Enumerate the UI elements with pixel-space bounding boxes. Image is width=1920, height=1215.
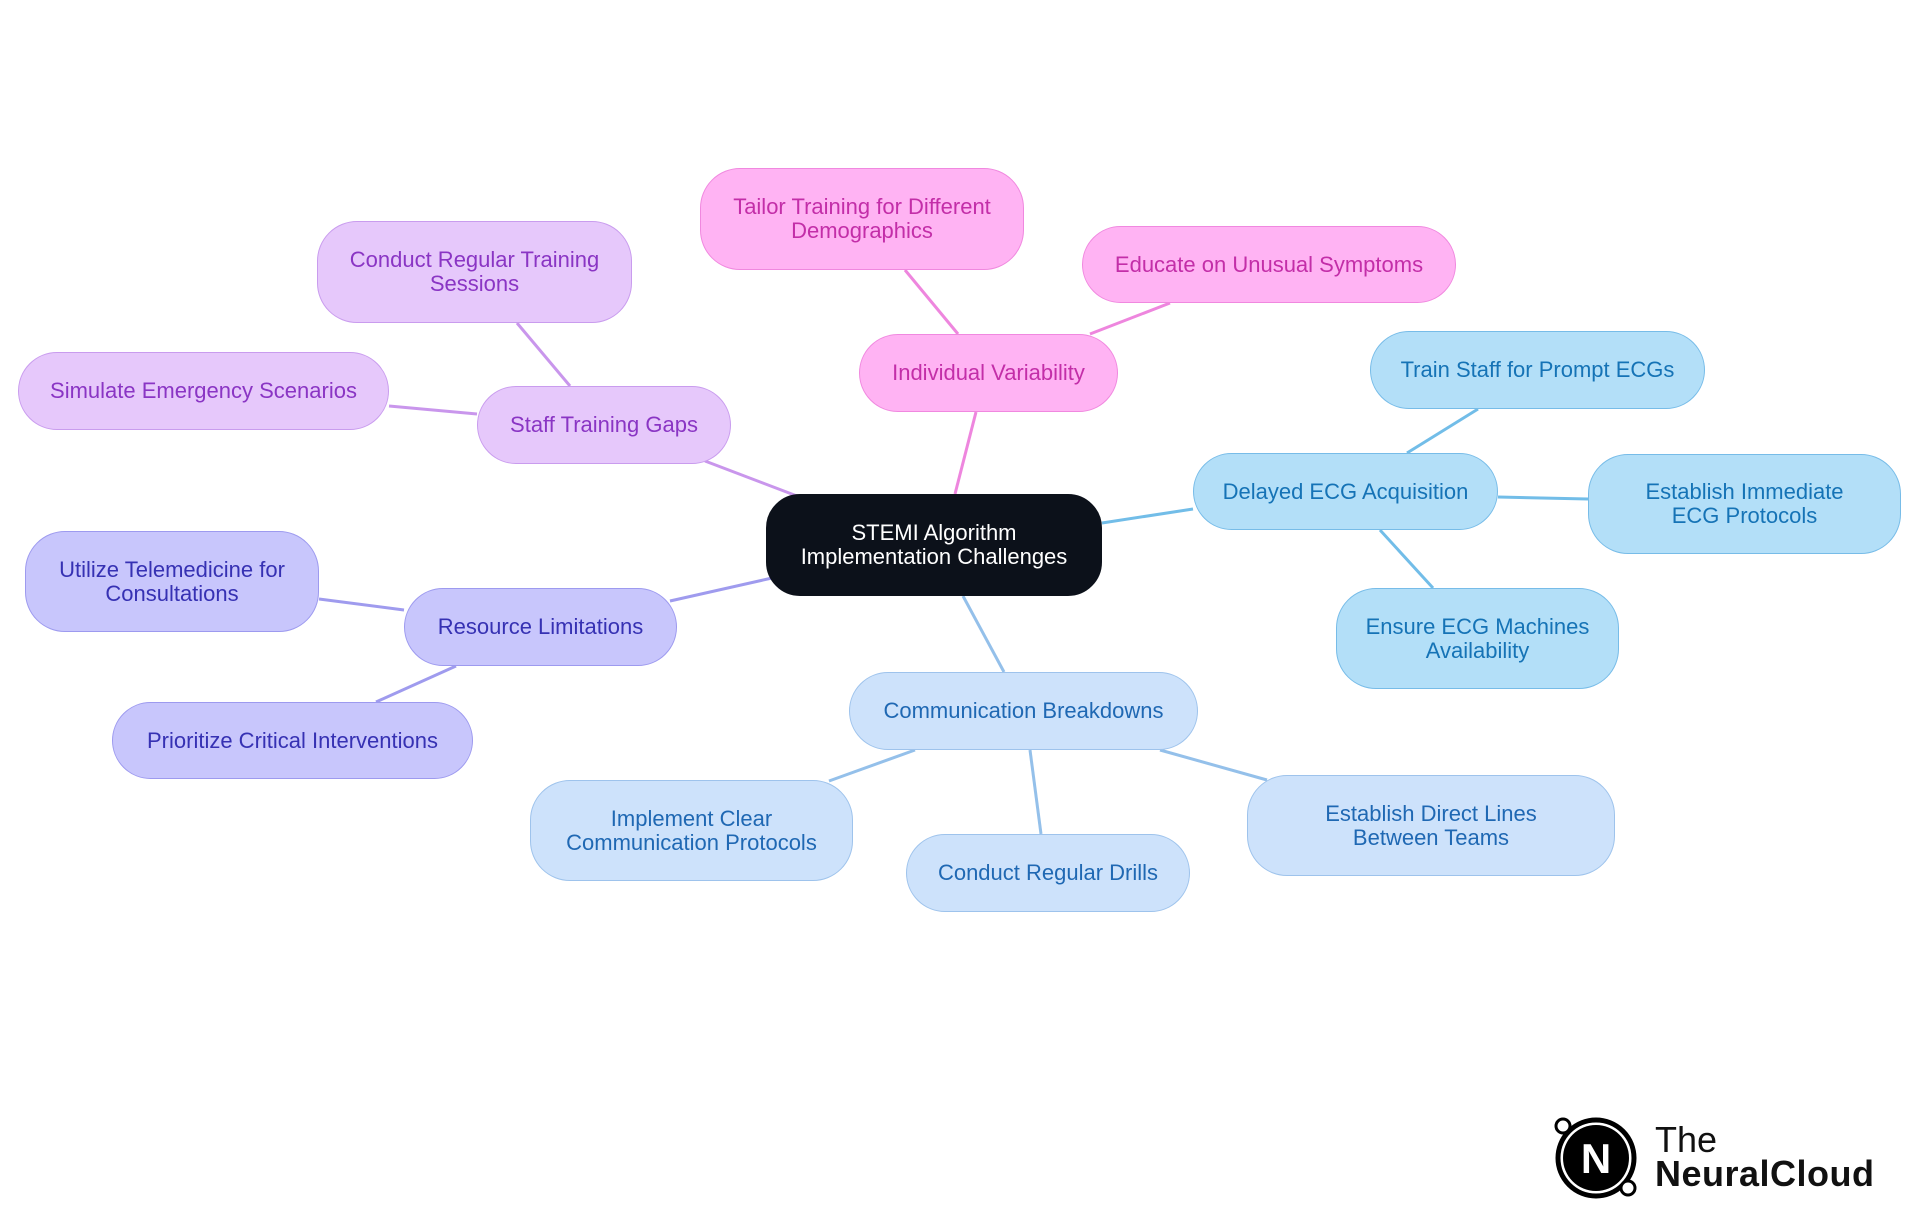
leaf-establish-immediate-ecg: Establish Immediate ECG Protocols	[1588, 454, 1901, 554]
leaf-ensure-ecg-machines: Ensure ECG Machines Availability	[1336, 588, 1619, 689]
leaf-establish-direct-lines: Establish Direct Lines Between Teams	[1247, 775, 1615, 876]
edge-communication-implement	[828, 748, 916, 783]
leaf-conduct-regular-training: Conduct Regular Training Sessions	[317, 221, 632, 323]
logo-text-the: The	[1655, 1119, 1718, 1160]
leaf-implement-clear-communication: Implement Clear Communication Protocols	[530, 780, 853, 881]
edge-center-resource-limitations	[669, 576, 773, 603]
edge-communication-drills	[1028, 749, 1043, 835]
edge-staff-training-conduct	[515, 322, 572, 387]
leaf-conduct-regular-drills: Conduct Regular Drills	[906, 834, 1190, 912]
edge-resource-limitations-prioritize	[375, 664, 457, 704]
branch-communication-breakdowns: Communication Breakdowns	[849, 672, 1198, 750]
edge-delayed-ecg-establish	[1497, 495, 1589, 501]
branch-resource-limitations: Resource Limitations	[404, 588, 677, 666]
edge-delayed-ecg-train	[1406, 407, 1479, 455]
edge-center-communication	[961, 595, 1006, 673]
neuralcloud-logo-icon: N	[1554, 1117, 1637, 1199]
branch-individual-variability: Individual Variability	[859, 334, 1118, 412]
edge-individual-variability-tailor	[903, 269, 960, 335]
edge-resource-limitations-telemedicine	[318, 597, 405, 612]
leaf-utilize-telemedicine: Utilize Telemedicine for Consultations	[25, 531, 319, 632]
edge-center-delayed-ecg	[1101, 507, 1194, 525]
branch-staff-training-gaps: Staff Training Gaps	[477, 386, 731, 464]
leaf-educate-unusual-symptoms: Educate on Unusual Symptoms	[1082, 226, 1456, 303]
edge-delayed-ecg-ensure	[1378, 528, 1435, 590]
neuralcloud-logo: N The NeuralCloud	[1552, 1113, 1882, 1203]
central-node: STEMI Algorithm Implementation Challenge…	[766, 494, 1102, 596]
edge-staff-training-simulate	[388, 404, 478, 416]
edge-center-individual-variability	[953, 411, 978, 495]
edge-communication-direct	[1159, 748, 1268, 782]
leaf-simulate-emergency: Simulate Emergency Scenarios	[18, 352, 389, 430]
leaf-tailor-training: Tailor Training for Different Demographi…	[700, 168, 1024, 270]
leaf-prioritize-critical: Prioritize Critical Interventions	[112, 702, 473, 779]
logo-text-neuralcloud: NeuralCloud	[1655, 1153, 1875, 1194]
logo-mark-letter: N	[1581, 1135, 1611, 1182]
edge-individual-variability-educate	[1089, 301, 1171, 336]
branch-delayed-ecg: Delayed ECG Acquisition	[1193, 453, 1498, 530]
edge-center-staff-training	[704, 459, 798, 498]
leaf-train-staff-prompt-ecgs: Train Staff for Prompt ECGs	[1370, 331, 1705, 409]
